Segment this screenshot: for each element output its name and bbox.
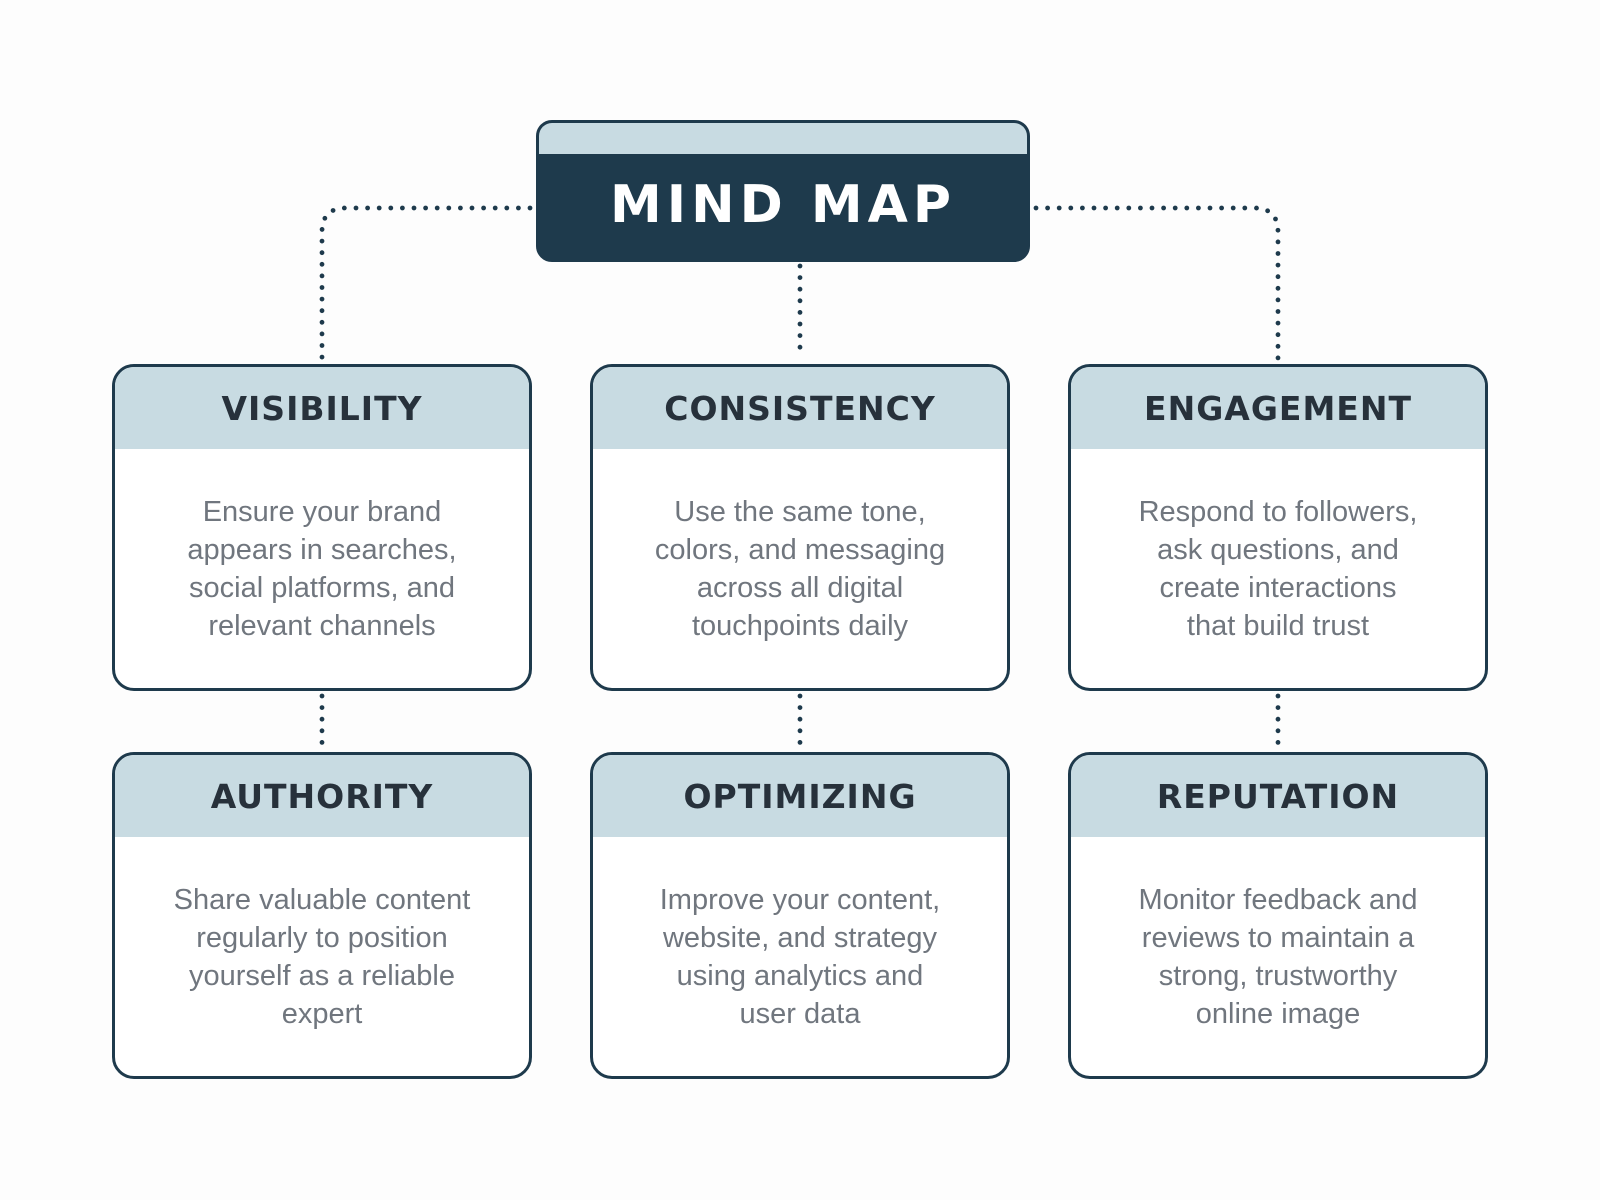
node-header-authority: AUTHORITY	[115, 755, 529, 837]
node-text-line: online image	[1195, 997, 1361, 1030]
node-text-line: relevant channels	[208, 609, 436, 642]
node-header-engagement: ENGAGEMENT	[1071, 367, 1485, 449]
node-text-line: social platforms, and	[189, 571, 455, 604]
node-text-line: regularly to position	[196, 921, 448, 954]
node-body-reputation: Monitor feedback and reviews to maintain…	[1071, 837, 1485, 1076]
node-text-line: touchpoints daily	[691, 609, 909, 642]
node-text-line: reviews to maintain a	[1141, 921, 1415, 954]
node-text-line: Use the same tone,	[674, 495, 926, 528]
node-header-consistency: CONSISTENCY	[593, 367, 1007, 449]
node-card-engagement: ENGAGEMENT Respond to followers, ask que…	[1068, 364, 1488, 691]
diagram-title: MIND MAP	[610, 174, 956, 235]
node-text-line: strong, trustworthy	[1158, 959, 1398, 992]
connector-title-to-engagement	[1033, 205, 1281, 361]
node-text-line: website, and strategy	[662, 921, 938, 954]
node-text-line: expert	[281, 997, 363, 1030]
node-text-line: that build trust	[1186, 609, 1370, 642]
node-text-line: Respond to followers,	[1138, 495, 1418, 528]
node-card-reputation: REPUTATION Monitor feedback and reviews …	[1068, 752, 1488, 1079]
node-text-line: create interactions	[1159, 571, 1397, 604]
title-card: MIND MAP	[536, 120, 1030, 262]
node-text-line: Monitor feedback and	[1138, 883, 1418, 916]
node-text-line: using analytics and	[676, 959, 924, 992]
node-text-line: Share valuable content	[173, 883, 471, 916]
node-card-optimizing: OPTIMIZING Improve your content, website…	[590, 752, 1010, 1079]
node-text-line: Improve your content,	[659, 883, 941, 916]
node-header-optimizing: OPTIMIZING	[593, 755, 1007, 837]
node-text-line: ask questions, and	[1157, 533, 1399, 566]
node-text-line: user data	[739, 997, 861, 1030]
node-card-authority: AUTHORITY Share valuable content regular…	[112, 752, 532, 1079]
node-text-line: appears in searches,	[187, 533, 457, 566]
node-card-visibility: VISIBILITY Ensure your brand appears in …	[112, 364, 532, 691]
node-text-line: colors, and messaging	[654, 533, 946, 566]
node-text-line: yourself as a reliable	[189, 959, 455, 992]
node-card-consistency: CONSISTENCY Use the same tone, colors, a…	[590, 364, 1010, 691]
node-text-line: Ensure your brand	[202, 495, 442, 528]
node-header-visibility: VISIBILITY	[115, 367, 529, 449]
title-strip	[539, 123, 1027, 154]
node-body-engagement: Respond to followers, ask questions, and…	[1071, 449, 1485, 688]
connector-title-to-visibility	[319, 205, 533, 361]
node-text-line: across all digital	[696, 571, 904, 604]
node-body-authority: Share valuable content regularly to posi…	[115, 837, 529, 1076]
node-body-visibility: Ensure your brand appears in searches, s…	[115, 449, 529, 688]
node-header-reputation: REPUTATION	[1071, 755, 1485, 837]
node-body-consistency: Use the same tone, colors, and messaging…	[593, 449, 1007, 688]
node-body-optimizing: Improve your content, website, and strat…	[593, 837, 1007, 1076]
